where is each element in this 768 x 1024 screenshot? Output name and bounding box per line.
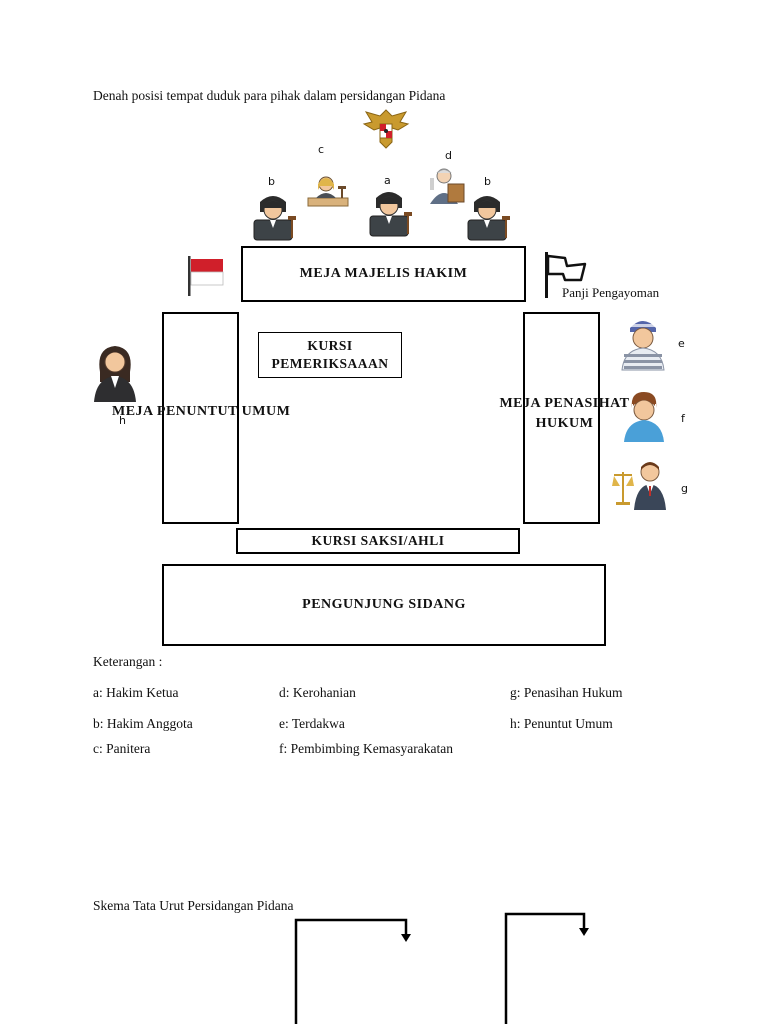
legend-item: f: Pembimbing Kemasyarakatan [279, 741, 453, 756]
lawyer-icon [612, 462, 666, 510]
examination-chair-line1: KURSI [307, 338, 353, 353]
clergy-icon [430, 168, 465, 204]
label-h: h [119, 414, 126, 427]
judge-icon [253, 196, 296, 241]
prosecutor-icon [94, 346, 136, 402]
pengayoman-flag-icon [545, 252, 587, 298]
legend-item: h: Penuntut Umum [510, 716, 613, 731]
section-title: Skema Tata Urut Persidangan Pidana [93, 898, 294, 913]
label-a: a [384, 174, 391, 187]
examination-chair-line2: PEMERIKSAAAN [271, 356, 389, 371]
clerk-icon [307, 176, 349, 207]
judge-icon [369, 192, 412, 237]
label-b-left: b [268, 175, 275, 188]
legend-item: g: Penasihan Hukum [510, 685, 623, 700]
defense-table-label: MEJA PENASIHAT HUKUM [492, 394, 637, 434]
examination-chair: KURSI PEMERIKSAAAN [258, 332, 402, 378]
prosecutor-table [162, 312, 239, 524]
legend-item: e: Terdakwa [279, 716, 345, 731]
page-title: Denah posisi tempat duduk para pihak dal… [93, 88, 446, 103]
defendant-icon [621, 321, 665, 371]
counselor-icon [624, 392, 664, 442]
witness-chair: KURSI SAKSI/AHLI [236, 528, 520, 554]
label-c: c [318, 143, 325, 156]
judge-icon [467, 196, 510, 241]
garuda-emblem-icon [362, 109, 410, 149]
legend-item: d: Kerohanian [279, 685, 356, 700]
judges-table: MEJA MAJELIS HAKIM [241, 246, 526, 302]
defense-table-line1: MEJA PENASIHAT [499, 396, 630, 411]
indonesia-flag-icon [188, 256, 224, 296]
label-f: f [681, 412, 685, 425]
legend-item: a: Hakim Ketua [93, 685, 179, 700]
label-g: g [681, 482, 688, 495]
label-e: e [678, 337, 685, 350]
flow-arrow [294, 918, 411, 1024]
defense-table-line2: HUKUM [535, 416, 594, 431]
legend-item: c: Panitera [93, 741, 151, 756]
defense-table [523, 312, 600, 524]
visitors-area: PENGUNJUNG SIDANG [162, 564, 606, 646]
flag-caption: Panji Pengayoman [562, 285, 660, 300]
label-b-right: b [484, 175, 491, 188]
flow-arrow [504, 912, 589, 1024]
prosecutor-table-label: MEJA PENUNTUT UMUM [112, 404, 291, 419]
legend-item: b: Hakim Anggota [93, 716, 193, 731]
label-d: d [445, 149, 452, 162]
legend-heading: Keterangan : [93, 654, 163, 669]
